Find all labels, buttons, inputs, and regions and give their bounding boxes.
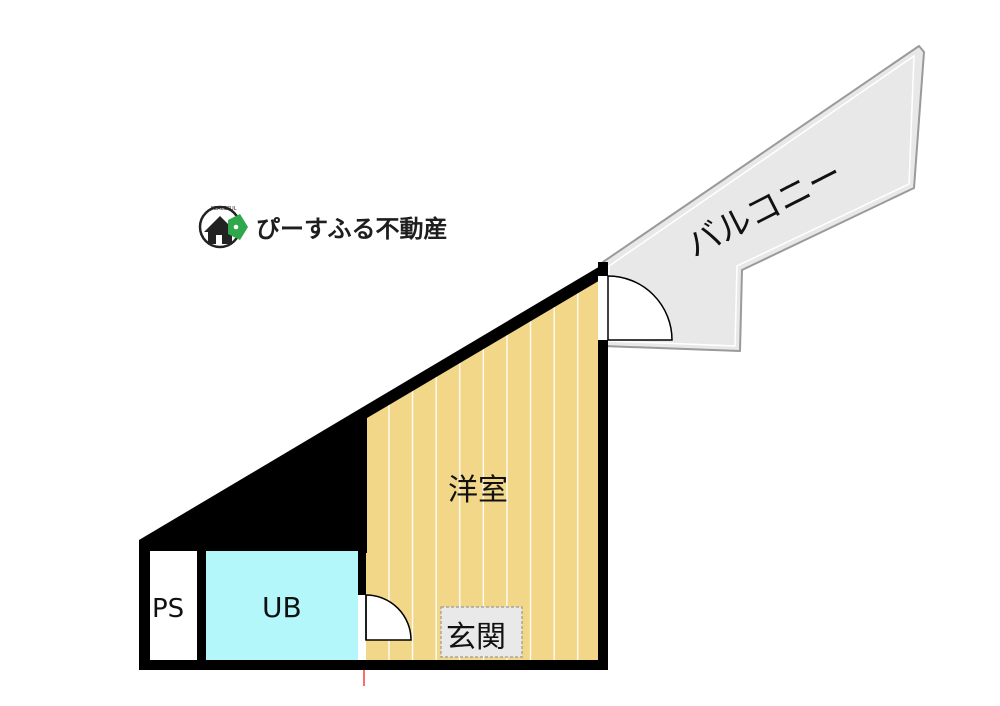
western-room-floor	[366, 272, 603, 664]
walls	[139, 262, 608, 670]
balcony-inner-outline	[608, 54, 915, 347]
logo: PEACEFUL ぴーすふる不動産	[198, 205, 448, 249]
balcony-door-swing	[607, 275, 673, 341]
balcony-outline	[602, 45, 925, 352]
logo-badge-text: PEACEFUL	[211, 206, 237, 212]
ub-door-swing	[365, 594, 412, 641]
pipe-space-label: PS	[152, 594, 184, 624]
ub-door-opening	[358, 595, 366, 640]
house-logo-icon	[198, 205, 248, 249]
entrance-label: 玄関	[446, 620, 506, 655]
pipe-space-floor	[150, 552, 197, 660]
western-room-label: 洋室	[448, 473, 508, 508]
entrance-box	[440, 606, 523, 658]
balcony-door-opening	[598, 276, 608, 340]
unit-bath-floor	[206, 549, 358, 660]
unit-bath-label: UB	[262, 591, 302, 624]
logo-name: ぴーすふる不動産	[256, 215, 448, 243]
